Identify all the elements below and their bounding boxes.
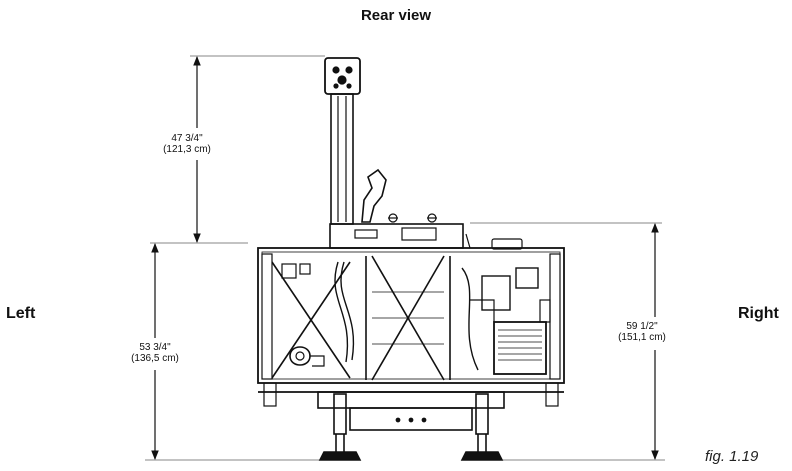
left-height-imperial: 53 3/4" (139, 342, 171, 353)
left-side-label: Left (6, 305, 36, 322)
mast-column (324, 57, 361, 225)
left-stabilizer-leg (318, 434, 362, 461)
column-height-dimension-label: 47 3/4" (121,3 cm) (147, 133, 227, 155)
right-height-metric: (151,1 cm) (618, 332, 666, 343)
cross-bracing (271, 255, 451, 381)
right-height-dimension-label: 59 1/2" (151,1 cm) (602, 321, 682, 343)
hydraulic-pump (281, 261, 355, 367)
view-title: Rear view (360, 7, 432, 24)
left-height-dimension-line (145, 243, 335, 461)
engine-compartment (461, 267, 551, 375)
left-height-metric: (136,5 cm) (131, 353, 179, 364)
right-height-dimension-line (470, 222, 665, 461)
column-height-imperial: 47 3/4" (171, 133, 203, 144)
main-frame (257, 247, 565, 407)
undercarriage (317, 391, 505, 435)
top-console (329, 213, 523, 250)
figure-number: fig. 1.19 (705, 448, 759, 465)
right-side-label: Right (738, 305, 779, 322)
right-height-imperial: 59 1/2" (626, 321, 658, 332)
column-height-metric: (121,3 cm) (163, 144, 211, 155)
left-height-dimension-label: 53 3/4" (136,5 cm) (115, 342, 195, 364)
control-handle (361, 168, 387, 223)
right-stabilizer-leg (460, 434, 504, 461)
column-height-dimension-line (150, 55, 325, 244)
